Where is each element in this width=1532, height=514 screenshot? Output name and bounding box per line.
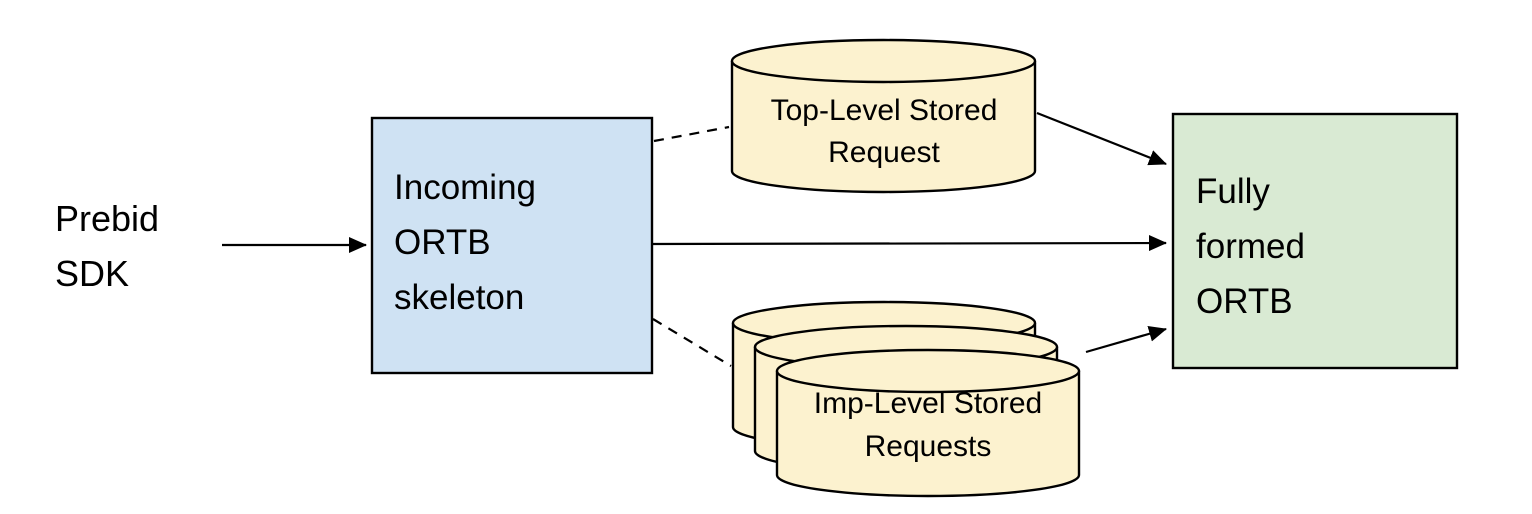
node-fully-formed-ortb: Fully formed ORTB: [1171, 112, 1459, 370]
fully-formed-ortb-box: [1171, 112, 1459, 370]
prebid-sdk-label-line2: SDK: [55, 253, 129, 294]
node-incoming-ortb-skeleton: Incoming ORTB skeleton: [370, 116, 654, 375]
edges: [222, 111, 1167, 367]
edge-toplevel-to-fully: [1036, 111, 1167, 166]
top-level-label-line1: Top-Level Stored: [771, 94, 998, 127]
top-level-label-line2: Request: [828, 136, 940, 169]
incoming-ortb-label-line2: ORTB: [394, 223, 491, 262]
imp-level-cylinder-front-lid: [775, 348, 1081, 394]
imp-level-label-line2: Requests: [865, 430, 992, 463]
prebid-sdk-label-line1: Prebid: [55, 198, 159, 239]
node-top-level-stored-request: Top-Level Stored Request: [730, 38, 1037, 194]
top-level-cylinder-lid: [730, 38, 1037, 84]
edge-implevel-to-fully: [1085, 326, 1167, 354]
edge-incoming-to-toplevel-dashed: [653, 125, 730, 143]
node-imp-level-stored-requests: Imp-Level Stored Requests: [731, 300, 1081, 498]
fully-formed-label-line1: Fully: [1196, 172, 1270, 211]
top-level-cylinder-body: [730, 61, 1037, 194]
fully-formed-label-line2: formed: [1196, 227, 1305, 266]
imp-level-label-line1: Imp-Level Stored: [814, 387, 1042, 420]
imp-level-cylinder-front-body: [775, 371, 1081, 498]
incoming-ortb-label-line3: skeleton: [394, 278, 524, 317]
edge-incoming-to-implevel-dashed: [652, 318, 732, 367]
node-prebid-sdk: Prebid SDK: [55, 198, 159, 294]
edge-incoming-to-fully: [651, 235, 1167, 252]
fully-formed-label-line3: ORTB: [1196, 282, 1293, 321]
incoming-ortb-label-line1: Incoming: [394, 168, 536, 207]
incoming-ortb-box: [370, 116, 654, 375]
